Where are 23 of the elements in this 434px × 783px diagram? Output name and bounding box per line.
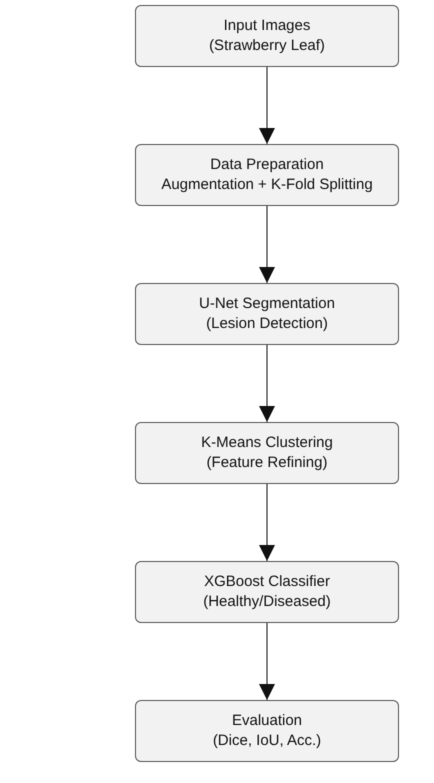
process-box [135, 422, 399, 484]
arrow [259, 484, 275, 562]
arrow [259, 622, 275, 700]
arrow [259, 66, 275, 144]
step-detail: (Healthy/Diseased) [203, 592, 331, 612]
process-box [135, 5, 399, 67]
arrow [259, 206, 275, 284]
step-title: XGBoost Classifier [204, 572, 330, 592]
step-detail: (Feature Refining) [206, 453, 328, 473]
step-title: Data Preparation [210, 155, 324, 175]
step-title: Input Images [224, 16, 310, 36]
step-detail: Augmentation + K-Fold Splitting [161, 175, 373, 195]
process-box [135, 283, 399, 345]
step-title: U-Net Segmentation [199, 294, 335, 314]
process-box [135, 700, 399, 762]
step-detail: (Strawberry Leaf) [209, 36, 325, 56]
step-title: Evaluation [232, 711, 302, 731]
process-box [135, 144, 399, 206]
step-title: K-Means Clustering [201, 433, 333, 453]
arrow [259, 344, 275, 422]
step-detail: (Dice, IoU, Acc.) [212, 731, 322, 751]
step-detail: (Lesion Detection) [206, 314, 328, 334]
process-box [135, 561, 399, 623]
